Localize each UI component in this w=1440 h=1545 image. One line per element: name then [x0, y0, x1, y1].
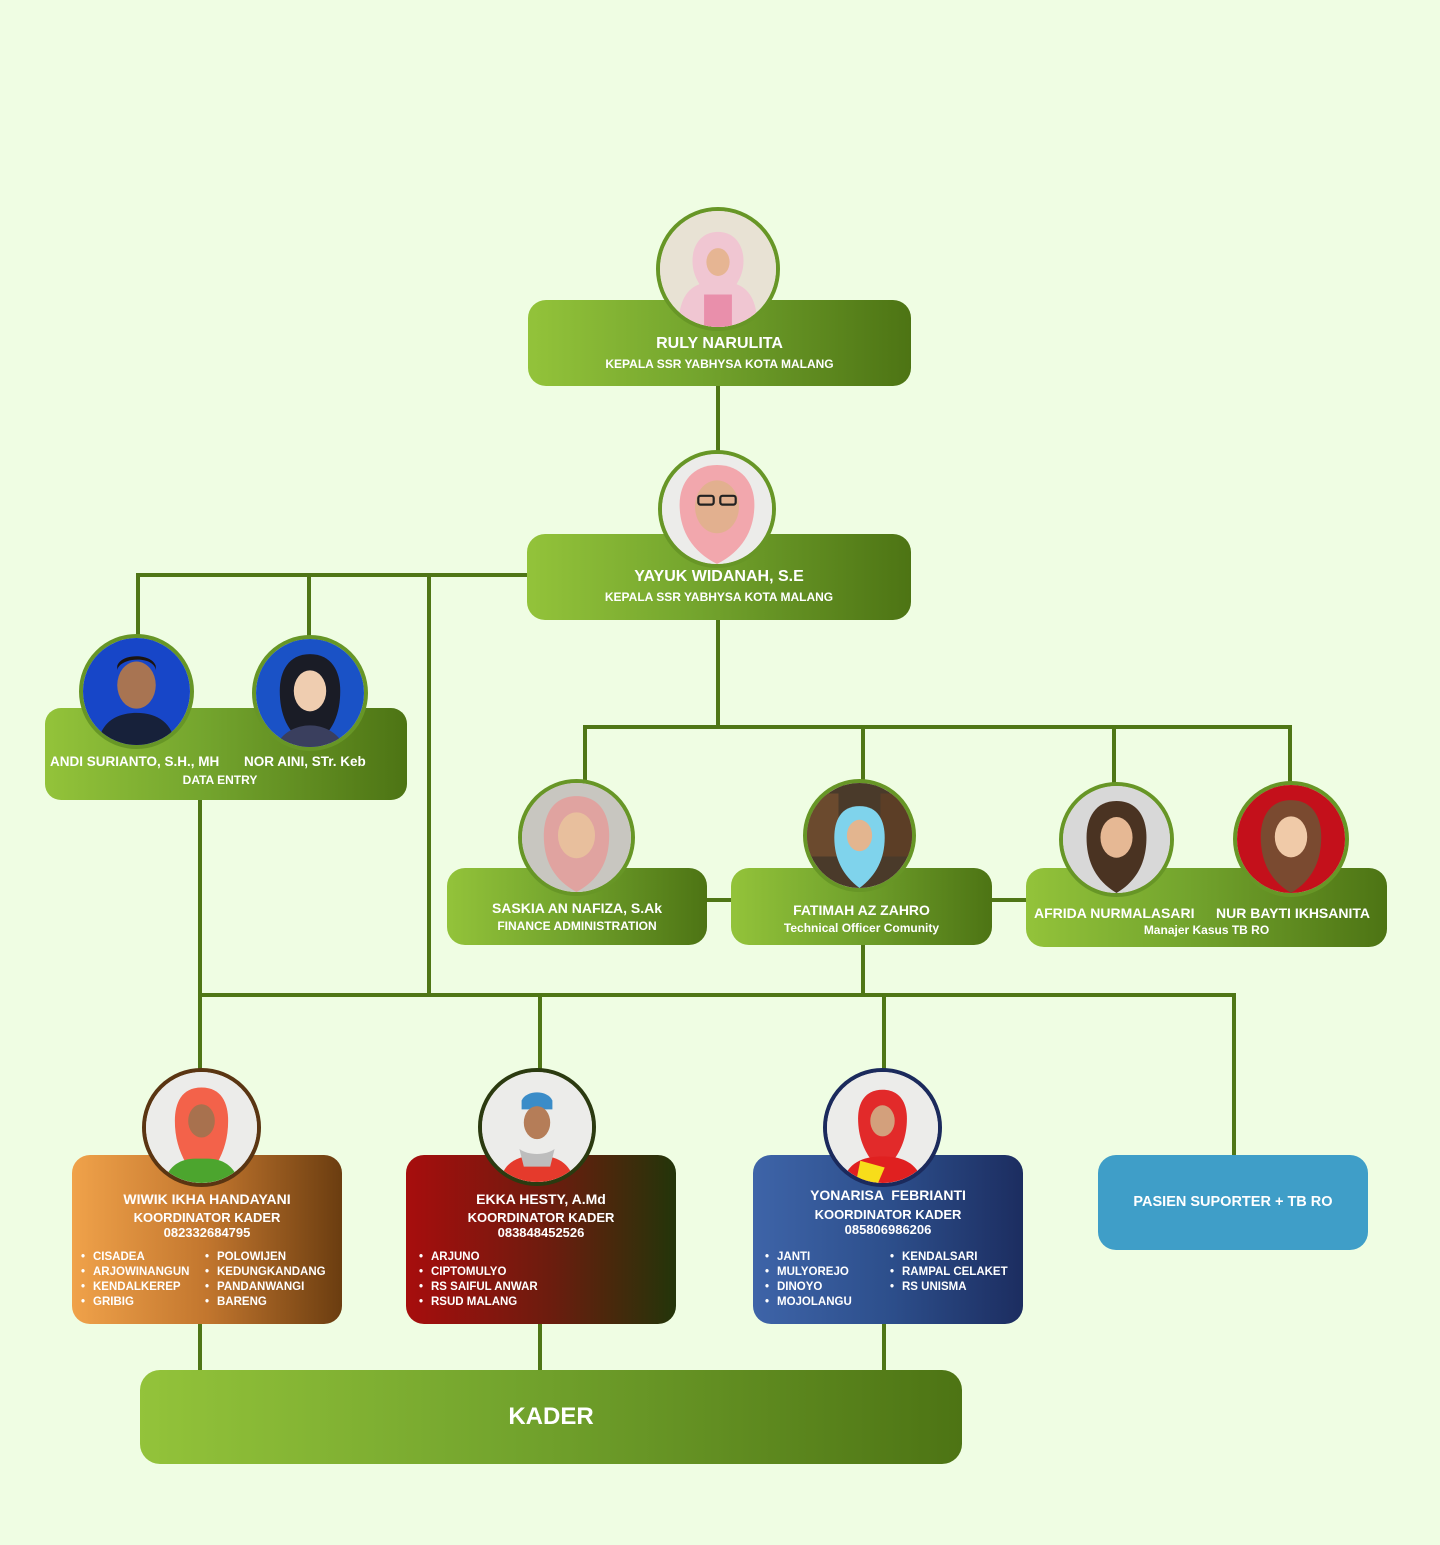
finance-name: SASKIA AN NAFIZA, S.Ak	[491, 900, 663, 916]
andi-name: ANDI SURIANTO, S.H., MH	[50, 754, 220, 769]
saskia-photo	[518, 779, 635, 896]
area-item: BARENG	[205, 1295, 326, 1310]
deputy-card: YAYUK WIDANAH, S.E KEPALA SSR YABHYSA KO…	[527, 534, 911, 620]
area-item: RSUD MALANG	[419, 1295, 538, 1310]
head-name: RULY NARULITA	[656, 335, 783, 352]
afrida-photo	[1059, 782, 1174, 897]
line-nor-drop	[307, 573, 311, 638]
line-supporter-drop	[1232, 993, 1236, 1156]
coordinator-name: WIWIK IKHA HANDAYANI	[123, 1191, 291, 1207]
line-coord2-drop	[538, 993, 542, 1069]
afrida-name: AFRIDA NURMALASARI	[1034, 905, 1195, 921]
line-saskia-fatimah	[705, 898, 733, 902]
line-fatimah-drop	[861, 725, 865, 783]
area-item: DINOYO	[765, 1280, 852, 1295]
coordinator-name: YONARISA FEBRIANTI	[810, 1187, 966, 1203]
coordinator-area-list-2: KENDALSARI RAMPAL CELAKET RS UNISMA	[890, 1250, 1008, 1295]
line-coord3-drop	[882, 993, 886, 1069]
line-saskia-drop	[583, 725, 587, 783]
line-deputy-direct-drop	[427, 573, 431, 993]
area-item: PANDANWANGI	[205, 1280, 326, 1295]
technical-role: Technical Officer Comunity	[783, 921, 940, 935]
coordinator-area-list-1: ARJUNO CIPTOMULYO RS SAIFUL ANWAR RSUD M…	[419, 1250, 538, 1310]
area-item: CIPTOMULYO	[419, 1265, 538, 1280]
line-fatimah-afrida	[990, 898, 1027, 902]
finance-role: FINANCE ADMINISTRATION	[497, 919, 657, 933]
coordinator-role: KOORDINATOR KADER	[467, 1210, 615, 1225]
coordinator-role: KOORDINATOR KADER	[814, 1207, 962, 1222]
area-item: ARJOWINANGUN	[81, 1265, 189, 1280]
line-deputy-left-h	[136, 573, 528, 577]
technical-name: FATIMAH AZ ZAHRO	[793, 902, 930, 918]
line-fatimah-down	[861, 943, 865, 995]
line-nur-drop	[1288, 725, 1292, 783]
data-entry-role: DATA ENTRY	[182, 773, 258, 787]
nor-photo	[252, 635, 368, 751]
coordinator-name: EKKA HESTY, A.Md	[476, 1191, 606, 1207]
line-head-deputy	[716, 385, 720, 453]
line-coord1-kader	[198, 1322, 202, 1372]
line-andi-drop	[136, 573, 140, 638]
area-item: KENDALKEREP	[81, 1280, 189, 1295]
area-item: KEDUNGKANDANG	[205, 1265, 326, 1280]
coordinator-area-list-1: JANTI MULYOREJO DINOYO MOJOLANGU	[765, 1250, 852, 1310]
line-coord-h	[198, 993, 1236, 997]
head-role: KEPALA SSR YABHYSA KOTA MALANG	[605, 357, 834, 371]
head-photo	[656, 207, 780, 331]
deputy-name: YAYUK WIDANAH, S.E	[634, 568, 804, 585]
kader-label: KADER	[508, 1403, 594, 1430]
coordinator-phone: 085806986206	[844, 1222, 932, 1237]
coordinator-area-list-1: CISADEA ARJOWINANGUN KENDALKEREP GRIBIG	[81, 1250, 189, 1310]
supporter-card: PASIEN SUPORTER + TB RO	[1098, 1155, 1368, 1250]
area-item: POLOWIJEN	[205, 1250, 326, 1265]
area-item: JANTI	[765, 1250, 852, 1265]
andi-photo	[79, 634, 194, 749]
deputy-photo	[658, 450, 776, 568]
kader-card: KADER	[140, 1370, 962, 1464]
coordinator-area-list-2: POLOWIJEN KEDUNGKANDANG PANDANWANGI BARE…	[205, 1250, 326, 1310]
line-dataentry-down	[198, 799, 202, 1071]
nor-name: NOR AINI, STr. Keb	[244, 754, 366, 769]
area-item: MULYOREJO	[765, 1265, 852, 1280]
ekka-photo	[478, 1068, 596, 1186]
coordinator-phone: 083848452526	[497, 1225, 585, 1240]
area-item: RS UNISMA	[890, 1280, 1008, 1295]
nur-photo	[1233, 781, 1349, 897]
line-afrida-drop	[1112, 725, 1116, 783]
wiwik-photo	[142, 1068, 261, 1187]
area-item: RS SAIFUL ANWAR	[419, 1280, 538, 1295]
coordinator-phone: 082332684795	[163, 1225, 251, 1240]
line-coord3-kader	[882, 1322, 886, 1372]
area-item: MOJOLANGU	[765, 1295, 852, 1310]
deputy-role: KEPALA SSR YABHYSA KOTA MALANG	[604, 590, 834, 604]
nur-name: NUR BAYTI IKHSANITA	[1216, 905, 1371, 921]
fatimah-photo	[803, 779, 916, 892]
line-staff-h	[583, 725, 1292, 729]
area-item: CISADEA	[81, 1250, 189, 1265]
coordinator-role: KOORDINATOR KADER	[133, 1210, 281, 1225]
technical-card: FATIMAH AZ ZAHRO Technical Officer Comun…	[731, 868, 992, 945]
yonarisa-photo	[823, 1068, 942, 1187]
area-item: GRIBIG	[81, 1295, 189, 1310]
case-manager-role: Manajer Kasus TB RO	[1143, 923, 1270, 937]
area-item: KENDALSARI	[890, 1250, 1008, 1265]
area-item: ARJUNO	[419, 1250, 538, 1265]
line-coord2-kader	[538, 1322, 542, 1372]
supporter-label: PASIEN SUPORTER + TB RO	[1133, 1194, 1333, 1210]
area-item: RAMPAL CELAKET	[890, 1265, 1008, 1280]
line-deputy-down	[716, 619, 720, 727]
